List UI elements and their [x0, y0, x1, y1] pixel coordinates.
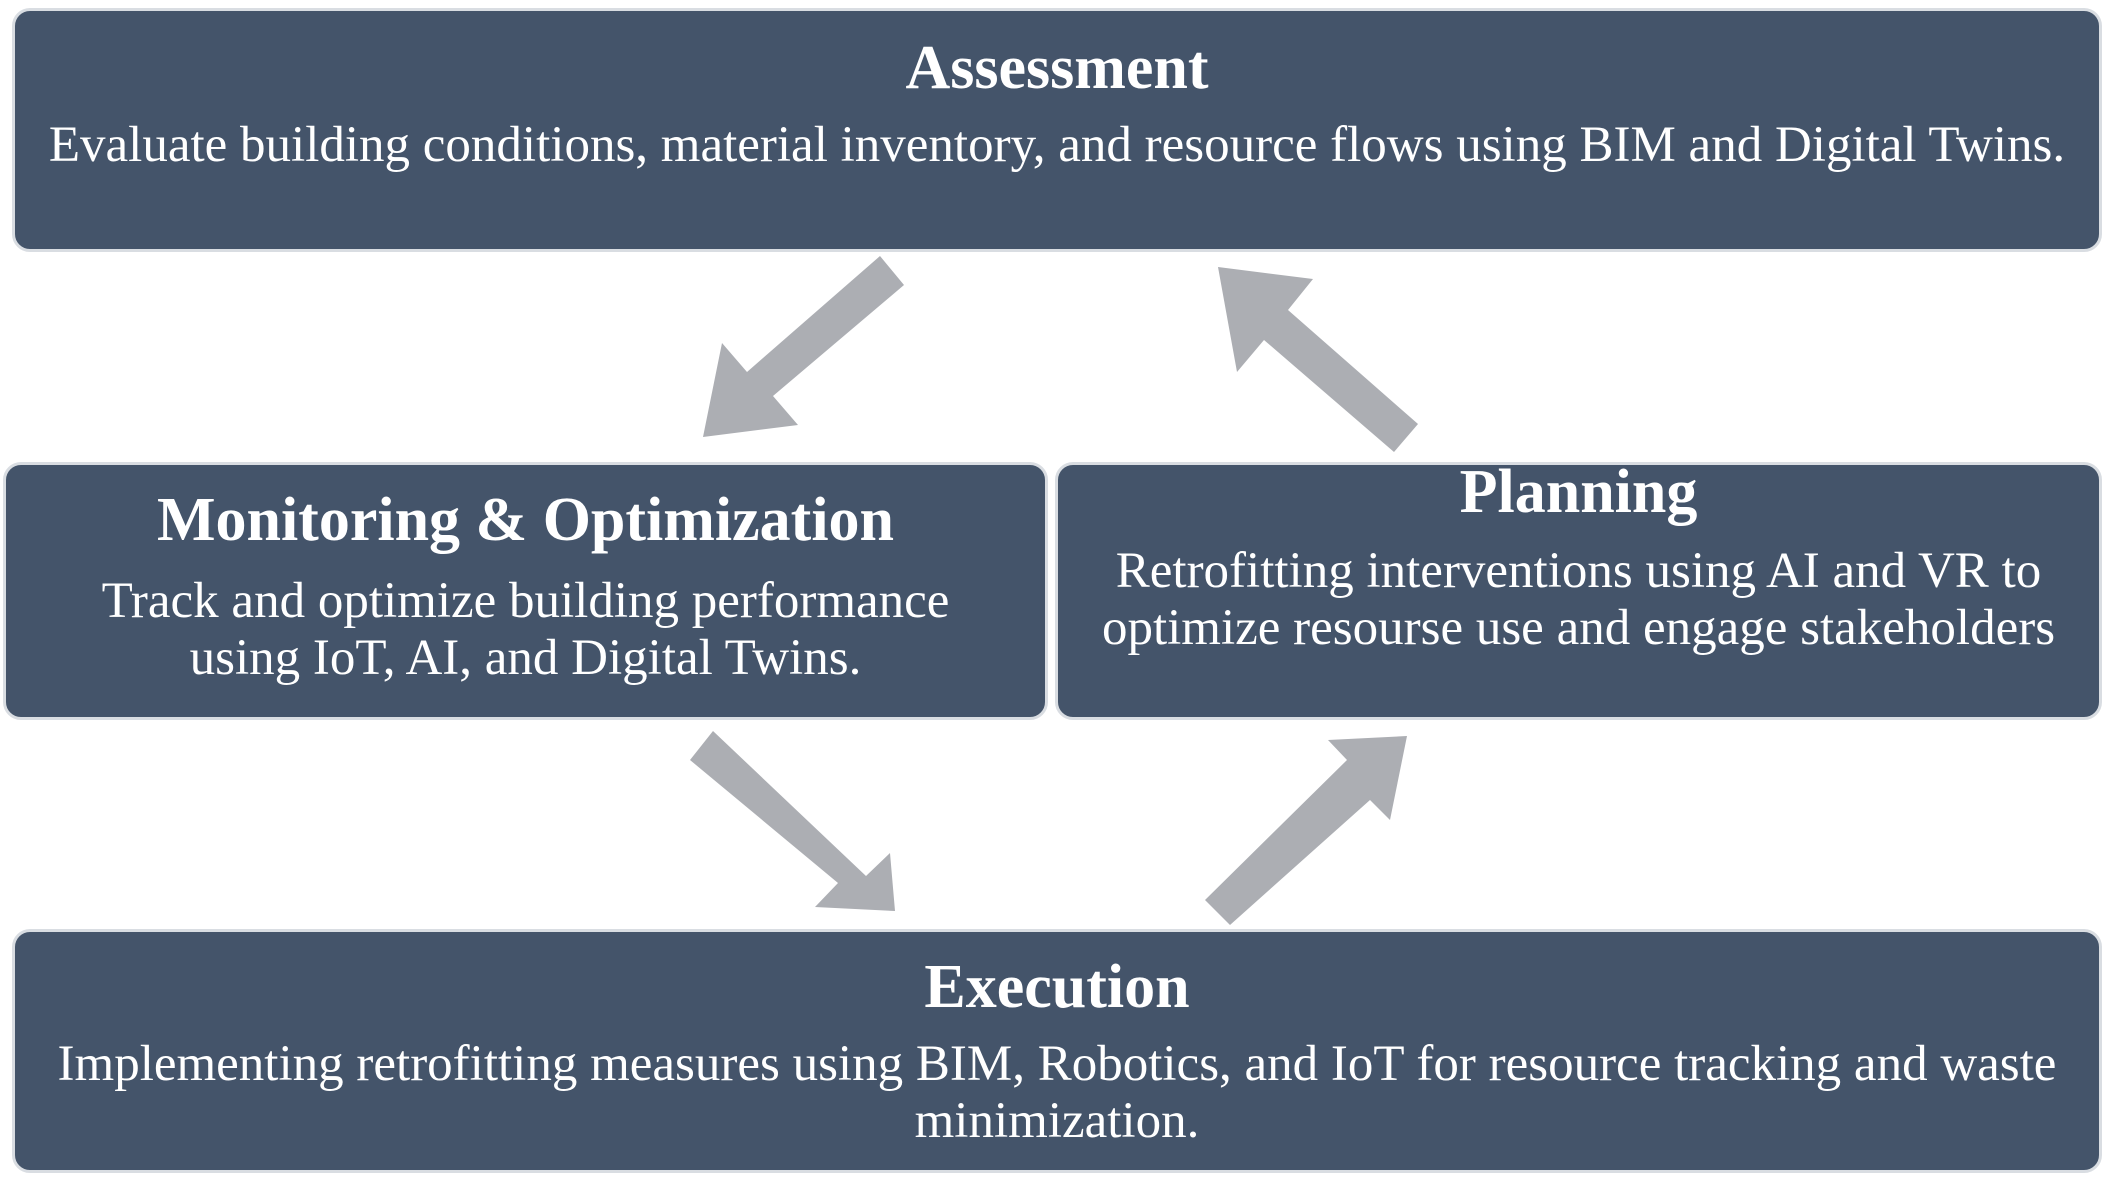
- arrow-monitoring-to-execution: [690, 731, 895, 911]
- planning-title: Planning: [1459, 458, 1698, 526]
- execution-title: Execution: [924, 953, 1190, 1021]
- arrow-assessment-to-monitoring: [703, 256, 904, 437]
- arrow-planning-to-assessment: [1218, 267, 1418, 452]
- assessment-description: Evaluate building conditions, material i…: [48, 117, 2066, 173]
- planning-box: Planning Retrofitting interventions usin…: [1055, 458, 2102, 720]
- assessment-title: Assessment: [905, 34, 1209, 102]
- planning-description: Retrofitting interventions using AI and …: [1101, 543, 2056, 656]
- assessment-box: Assessment Evaluate building conditions,…: [12, 8, 2102, 252]
- monitoring-box: Monitoring & Optimization Track and opti…: [3, 462, 1048, 720]
- execution-description: Implementing retrofitting measures using…: [57, 1036, 2057, 1149]
- monitoring-title: Monitoring & Optimization: [156, 486, 895, 554]
- monitoring-description: Track and optimize building performance …: [101, 573, 950, 686]
- execution-box: Execution Implementing retrofitting meas…: [12, 929, 2102, 1173]
- arrow-execution-to-planning: [1205, 736, 1407, 925]
